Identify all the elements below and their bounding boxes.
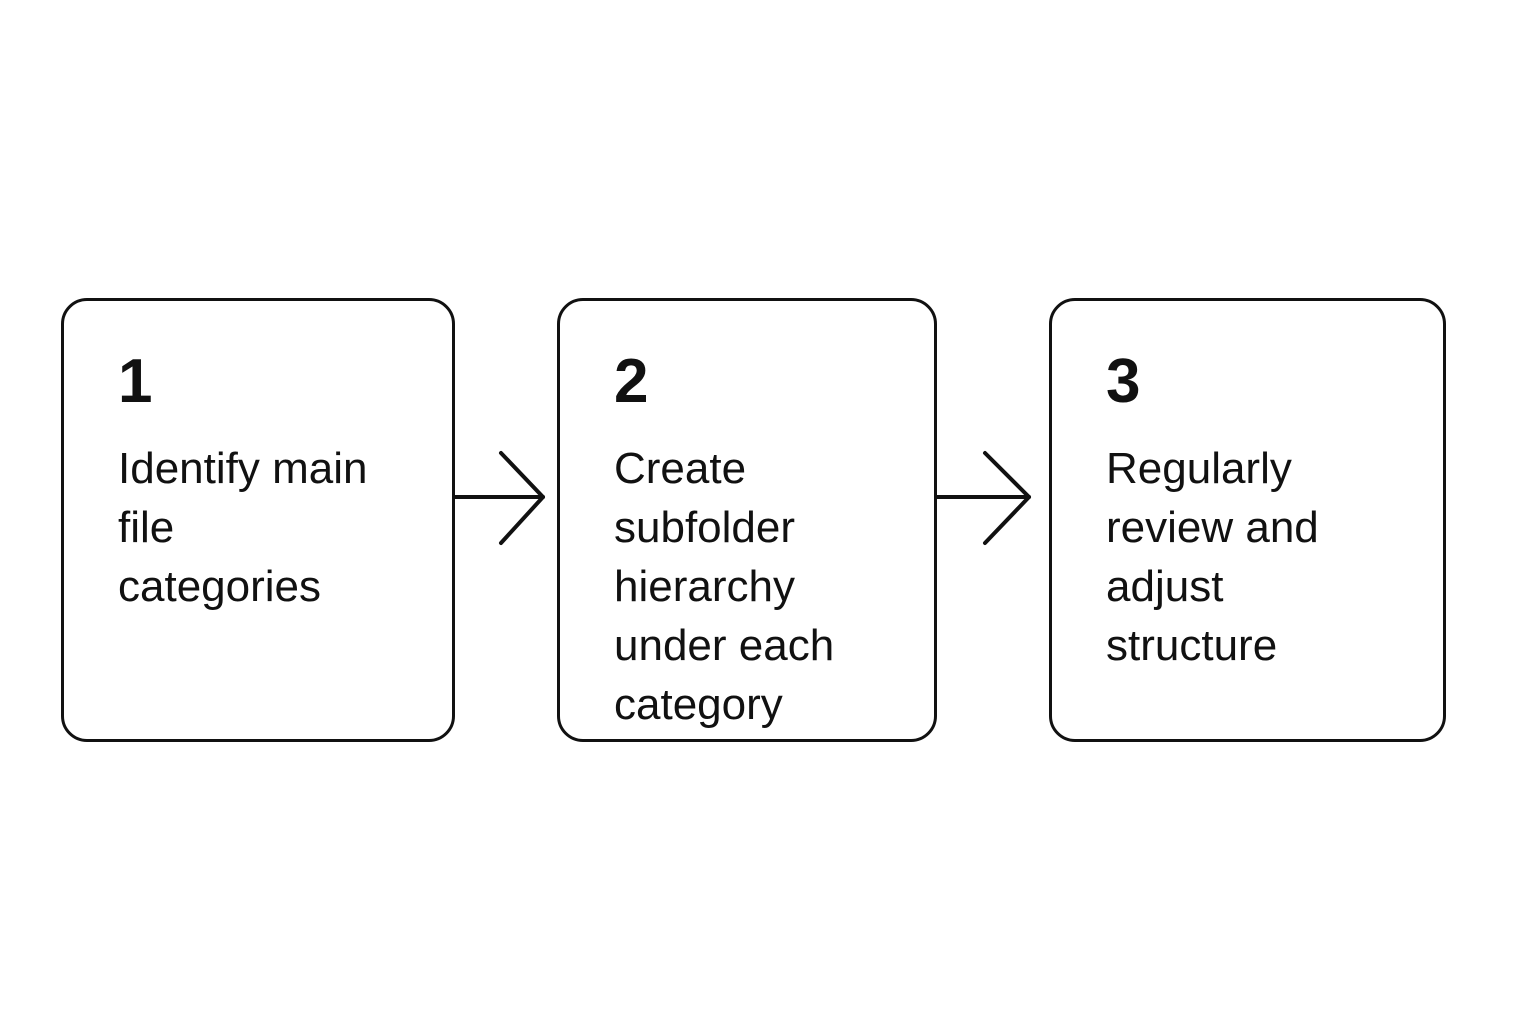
step-text-line: hierarchy	[614, 562, 795, 611]
step-number-1: 1	[118, 347, 153, 416]
step-box-2: 2 Create subfolder hierarchy under each …	[557, 298, 937, 742]
step-text-1: Identify main file categories	[118, 439, 438, 616]
step-box-3: 3 Regularly review and adjust structure	[1049, 298, 1446, 742]
step-box-1: 1 Identify main file categories	[61, 298, 455, 742]
arrow-right-icon-graphic	[937, 451, 1031, 545]
step-text-line: review and	[1106, 503, 1319, 552]
step-text-line: under each	[614, 621, 835, 670]
step-text-3: Regularly review and adjust structure	[1106, 439, 1426, 675]
step-text-line: structure	[1106, 621, 1278, 670]
step-text-line: Regularly	[1106, 444, 1292, 493]
step-text-line: Create	[614, 444, 747, 493]
step-text-2: Create subfolder hierarchy under each ca…	[614, 439, 934, 734]
step-text-line: category	[614, 680, 783, 729]
step-number-3: 3	[1106, 347, 1141, 416]
arrow-right-icon-graphic	[455, 451, 545, 545]
step-text-line: Identify main	[118, 444, 368, 493]
step-text-line: categories	[118, 562, 322, 611]
step-text-line: subfolder	[614, 503, 796, 552]
step-text-line: adjust	[1106, 562, 1224, 611]
step-number-2: 2	[614, 347, 649, 416]
step-text-line: file	[118, 503, 175, 552]
arrow-right-icon	[455, 450, 555, 550]
arrow-right-icon	[937, 450, 1037, 550]
